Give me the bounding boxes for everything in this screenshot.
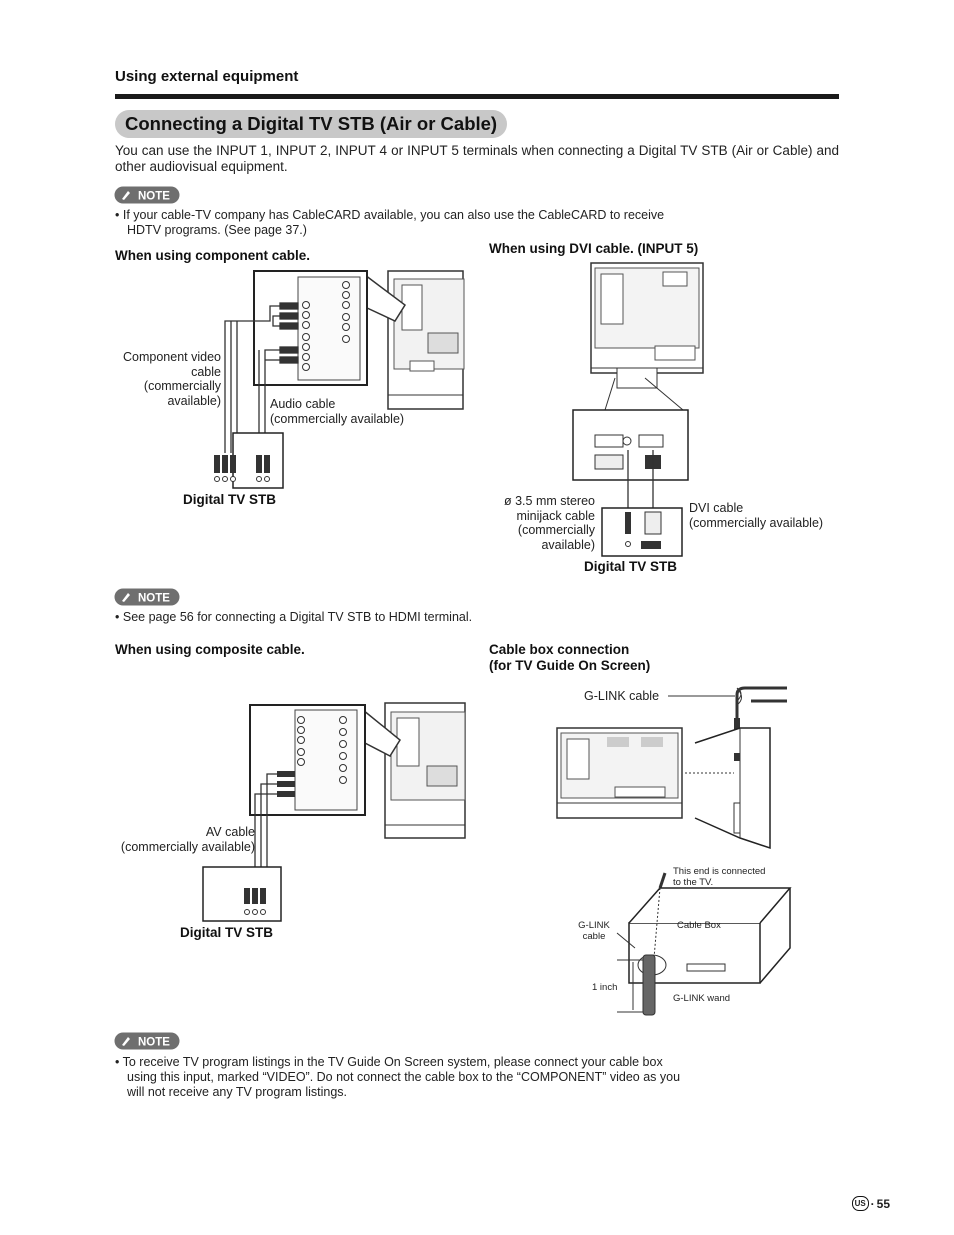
note-2: • See page 56 for connecting a Digital T… bbox=[115, 610, 473, 624]
note-1-line-2: HDTV programs. (See page 37.) bbox=[127, 223, 307, 237]
note-1-line-1: If your cable-TV company has CableCARD a… bbox=[122, 208, 665, 222]
pencil-icon bbox=[122, 191, 130, 200]
label-line: cable bbox=[582, 931, 606, 942]
av-cable-label: AV cable (commercially available) bbox=[105, 825, 255, 854]
header-rule bbox=[115, 94, 839, 99]
glink-wand-label: G-LINK wand bbox=[673, 993, 731, 1004]
note-badge-1: NOTE bbox=[114, 186, 180, 209]
label-line: AV cable bbox=[205, 825, 255, 839]
label-line: (commercially available) bbox=[689, 515, 824, 530]
note-badge-3: NOTE bbox=[114, 1032, 180, 1055]
intro-paragraph: You can use the INPUT 1, INPUT 2, INPUT … bbox=[115, 143, 839, 174]
note-3-line-2: using this input, marked “VIDEO”. Do not… bbox=[127, 1070, 681, 1084]
label-line: Component video bbox=[123, 350, 221, 364]
label-line: ø 3.5 mm stereo bbox=[504, 494, 595, 508]
label-line: (commercially available) bbox=[120, 839, 255, 854]
composite-stb-label: Digital TV STB bbox=[180, 925, 274, 940]
label-line: to the TV. bbox=[673, 877, 714, 888]
note-3: • To receive TV program listings in the … bbox=[115, 1055, 745, 1100]
component-diagram bbox=[214, 270, 465, 489]
glink-cable-small-label: G-LINK cable bbox=[575, 920, 613, 942]
note-label: NOTE bbox=[138, 1037, 170, 1049]
section-title: Using external equipment bbox=[115, 68, 299, 85]
audio-cable-label: Audio cable (commercially available) bbox=[270, 397, 404, 426]
this-end-label: This end is connected to the TV. bbox=[673, 866, 765, 888]
page-title: Connecting a Digital TV STB (Air or Cabl… bbox=[115, 110, 508, 138]
label-line: available) bbox=[541, 537, 595, 552]
cablebox-heading: Cable box connection (for TV Guide On Sc… bbox=[489, 642, 650, 674]
composite-heading: When using composite cable. bbox=[115, 642, 305, 657]
cablebox-diagram bbox=[556, 686, 792, 1016]
component-video-cable-label: Component video cable (commercially avai… bbox=[115, 350, 221, 408]
label-line: (commercially bbox=[517, 523, 595, 537]
composite-diagram bbox=[202, 702, 466, 922]
note-label: NOTE bbox=[138, 191, 170, 203]
label-line: available) bbox=[167, 393, 221, 408]
glink-cable-label: G-LINK cable bbox=[584, 689, 660, 703]
inch-label: 1 inch bbox=[592, 982, 618, 993]
note-label: NOTE bbox=[138, 593, 170, 605]
dvi-diagram bbox=[572, 262, 704, 557]
minijack-cable-label: ø 3.5 mm stereo minijack cable (commerci… bbox=[490, 494, 595, 552]
note-3-line-3: will not receive any TV program listings… bbox=[127, 1085, 347, 1099]
component-stb-label: Digital TV STB bbox=[183, 492, 277, 507]
dvi-heading: When using DVI cable. (INPUT 5) bbox=[489, 241, 699, 256]
label-line: minijack cable bbox=[516, 508, 595, 523]
label-line: This end is connected bbox=[673, 866, 766, 877]
label-line: cable bbox=[191, 364, 221, 379]
note-2-text: See page 56 for connecting a Digital TV … bbox=[122, 610, 473, 624]
cablebox-heading-line-1: Cable box connection bbox=[489, 642, 630, 657]
page-number: US ·55 bbox=[851, 1196, 890, 1211]
dvi-stb-label: Digital TV STB bbox=[584, 559, 678, 574]
label-line: Audio cable bbox=[270, 397, 336, 411]
cablebox-heading-line-2: (for TV Guide On Screen) bbox=[489, 658, 651, 673]
us-region-badge: US bbox=[851, 1196, 869, 1211]
label-line: DVI cable bbox=[689, 501, 744, 515]
label-line: (commercially available) bbox=[270, 411, 405, 426]
note-3-line-1: To receive TV program listings in the TV… bbox=[122, 1055, 663, 1069]
page-number-value: 55 bbox=[876, 1196, 890, 1211]
label-line: G-LINK bbox=[578, 920, 610, 931]
cable-box-label: Cable Box bbox=[677, 920, 721, 931]
component-heading: When using component cable. bbox=[115, 248, 311, 263]
note-badge-2: NOTE bbox=[114, 588, 180, 611]
note-1: • If your cable-TV company has CableCARD… bbox=[115, 208, 735, 238]
label-line: (commercially bbox=[143, 379, 221, 393]
pencil-icon bbox=[122, 593, 130, 602]
pencil-icon bbox=[122, 1037, 130, 1046]
dvi-cable-label: DVI cable (commercially available) bbox=[689, 501, 823, 530]
